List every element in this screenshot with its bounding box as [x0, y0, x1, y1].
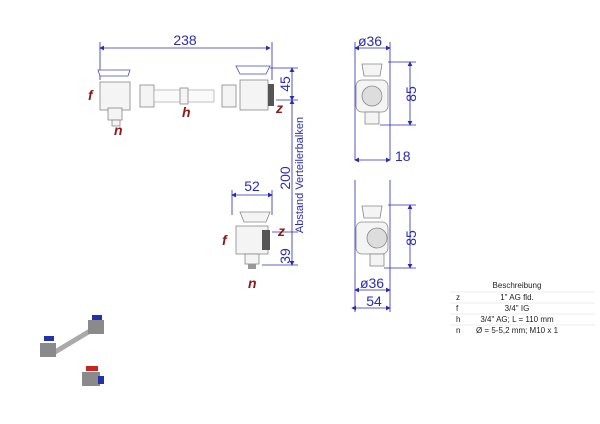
- table-value: 3/4" IG: [505, 304, 530, 313]
- table-header: Beschreibung: [493, 281, 542, 290]
- dim-85-top: 85: [403, 86, 419, 102]
- table-key: h: [456, 315, 460, 324]
- distance-label: Abstand Verteilerbalken: [294, 117, 306, 233]
- dim-45: 45: [277, 76, 293, 92]
- label-n-single: n: [248, 275, 257, 291]
- dim-39: 39: [277, 248, 293, 264]
- description-table: Beschreibung z 1" AG fld. f 3/4" IG h 3/…: [450, 281, 595, 335]
- label-h: h: [182, 104, 191, 120]
- table-key: f: [456, 304, 459, 313]
- dim-18: 18: [395, 148, 411, 164]
- valve-assembly-top: 238 f h n z: [88, 32, 283, 138]
- table-value: 3/4" AG; L = 110 mm: [480, 315, 554, 324]
- dim-200: 200: [277, 166, 293, 190]
- label-n: n: [114, 122, 123, 138]
- dim-238: 238: [173, 32, 197, 48]
- table-key: z: [456, 293, 460, 302]
- side-view-top: ø36 85 18: [354, 33, 419, 164]
- dim-diameter-top: ø36: [358, 33, 382, 49]
- dim-85-bottom: 85: [403, 230, 419, 246]
- label-f-single: f: [222, 232, 228, 248]
- product-photo-single: [82, 366, 104, 386]
- label-f: f: [88, 87, 94, 103]
- dim-54: 54: [366, 293, 382, 309]
- dim-52: 52: [244, 178, 260, 194]
- dim-diameter-bottom: ø36: [360, 275, 384, 291]
- valve-single: 52 f z n: [222, 178, 285, 291]
- label-z: z: [275, 100, 283, 116]
- vertical-dimensions: 45 200 Abstand Verteilerbalken 39: [262, 67, 306, 266]
- product-photo-assembly: [40, 315, 104, 358]
- label-z-single: z: [277, 223, 285, 239]
- table-value: Ø = 5-5,2 mm; M10 x 1: [476, 326, 559, 335]
- table-key: n: [456, 326, 460, 335]
- side-view-bottom: 85 ø36 54: [351, 180, 419, 312]
- table-value: 1" AG fld.: [500, 293, 534, 302]
